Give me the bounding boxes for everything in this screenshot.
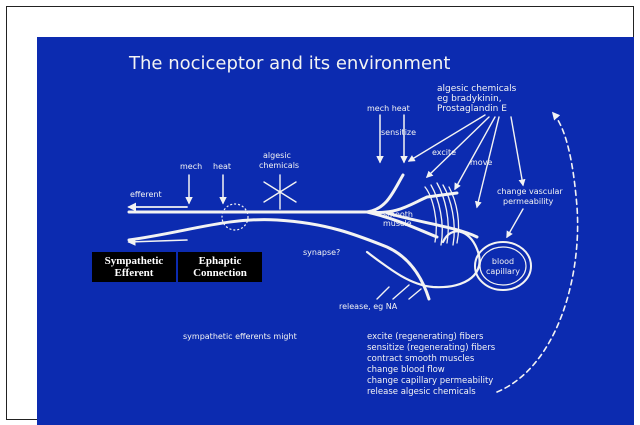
algesic-small-line-1: algesic [263, 151, 291, 160]
effect-item: contract smooth muscles [367, 354, 475, 364]
callout-line: Ephaptic [178, 255, 262, 267]
efferent-label: efferent [130, 190, 162, 199]
ephaptic-connection-callout: Ephaptic Connection [178, 252, 262, 282]
algesic-label-line-2: eg bradykinin, [437, 94, 502, 104]
heat-label: heat [213, 162, 231, 171]
change-vascular-line-2: permeability [503, 197, 554, 206]
blood-capillary-line-1: blood [492, 257, 514, 266]
algesic-to-move-arrow [455, 117, 495, 189]
algesic-label-line-1: algesic chemicals [437, 84, 517, 94]
effect-item: change blood flow [367, 365, 445, 375]
algesic-to-vascular-arrow [511, 117, 523, 185]
vascular-to-capillary-arrow [507, 209, 523, 237]
callout-line: Efferent [92, 267, 176, 279]
ephaptic-contact-circle [222, 204, 248, 230]
synapse-label: synapse? [303, 248, 340, 257]
callout-line: Connection [178, 267, 262, 279]
smooth-muscle-line-1: smooth [383, 210, 413, 219]
callout-line: Sympathetic [92, 255, 176, 267]
effect-item: release algesic chemicals [367, 387, 476, 397]
blood-capillary-outer [475, 242, 531, 290]
algesic-label-line-3: Prostaglandin E [437, 104, 507, 114]
effect-item: excite (regenerating) fibers [367, 332, 484, 342]
change-vascular-line-1: change vascular [497, 187, 563, 196]
algesic-small-line-2: chemicals [259, 161, 299, 170]
algesic-to-excite-arrow [427, 117, 489, 177]
nerve-fiber [129, 175, 477, 237]
slide: The nociceptor and its environment alges… [37, 37, 634, 425]
sympathetic-might-label: sympathetic efferents might [183, 332, 297, 341]
release-label: release, eg NA [339, 302, 398, 311]
sympathetic-efferent-callout: Sympathetic Efferent [92, 252, 176, 282]
blood-capillary-line-2: capillary [486, 267, 520, 276]
effect-item: sensitize (regenerating) fibers [367, 343, 496, 353]
effect-item: change capillary permeability [367, 376, 493, 386]
feedback-dashed-arrow [497, 113, 578, 392]
mech-heat-top-label: mech heat [367, 104, 410, 113]
effects-list: excite (regenerating) fibers sensitize (… [367, 332, 496, 397]
slide-frame: The nociceptor and its environment alges… [6, 6, 634, 420]
vessel-loop [367, 231, 480, 287]
sympathetic-lower-arrow [129, 240, 187, 242]
blood-capillary-inner [480, 247, 526, 285]
algesic-star-icon [264, 175, 296, 209]
sensitize-label: sensitize [381, 128, 416, 137]
release-arrows [377, 285, 421, 299]
slide-title: The nociceptor and its environment [128, 53, 451, 74]
smooth-muscle-line-2: muscle [383, 219, 412, 228]
mech-label: mech [180, 162, 202, 171]
nociceptor-diagram: The nociceptor and its environment alges… [37, 37, 634, 425]
